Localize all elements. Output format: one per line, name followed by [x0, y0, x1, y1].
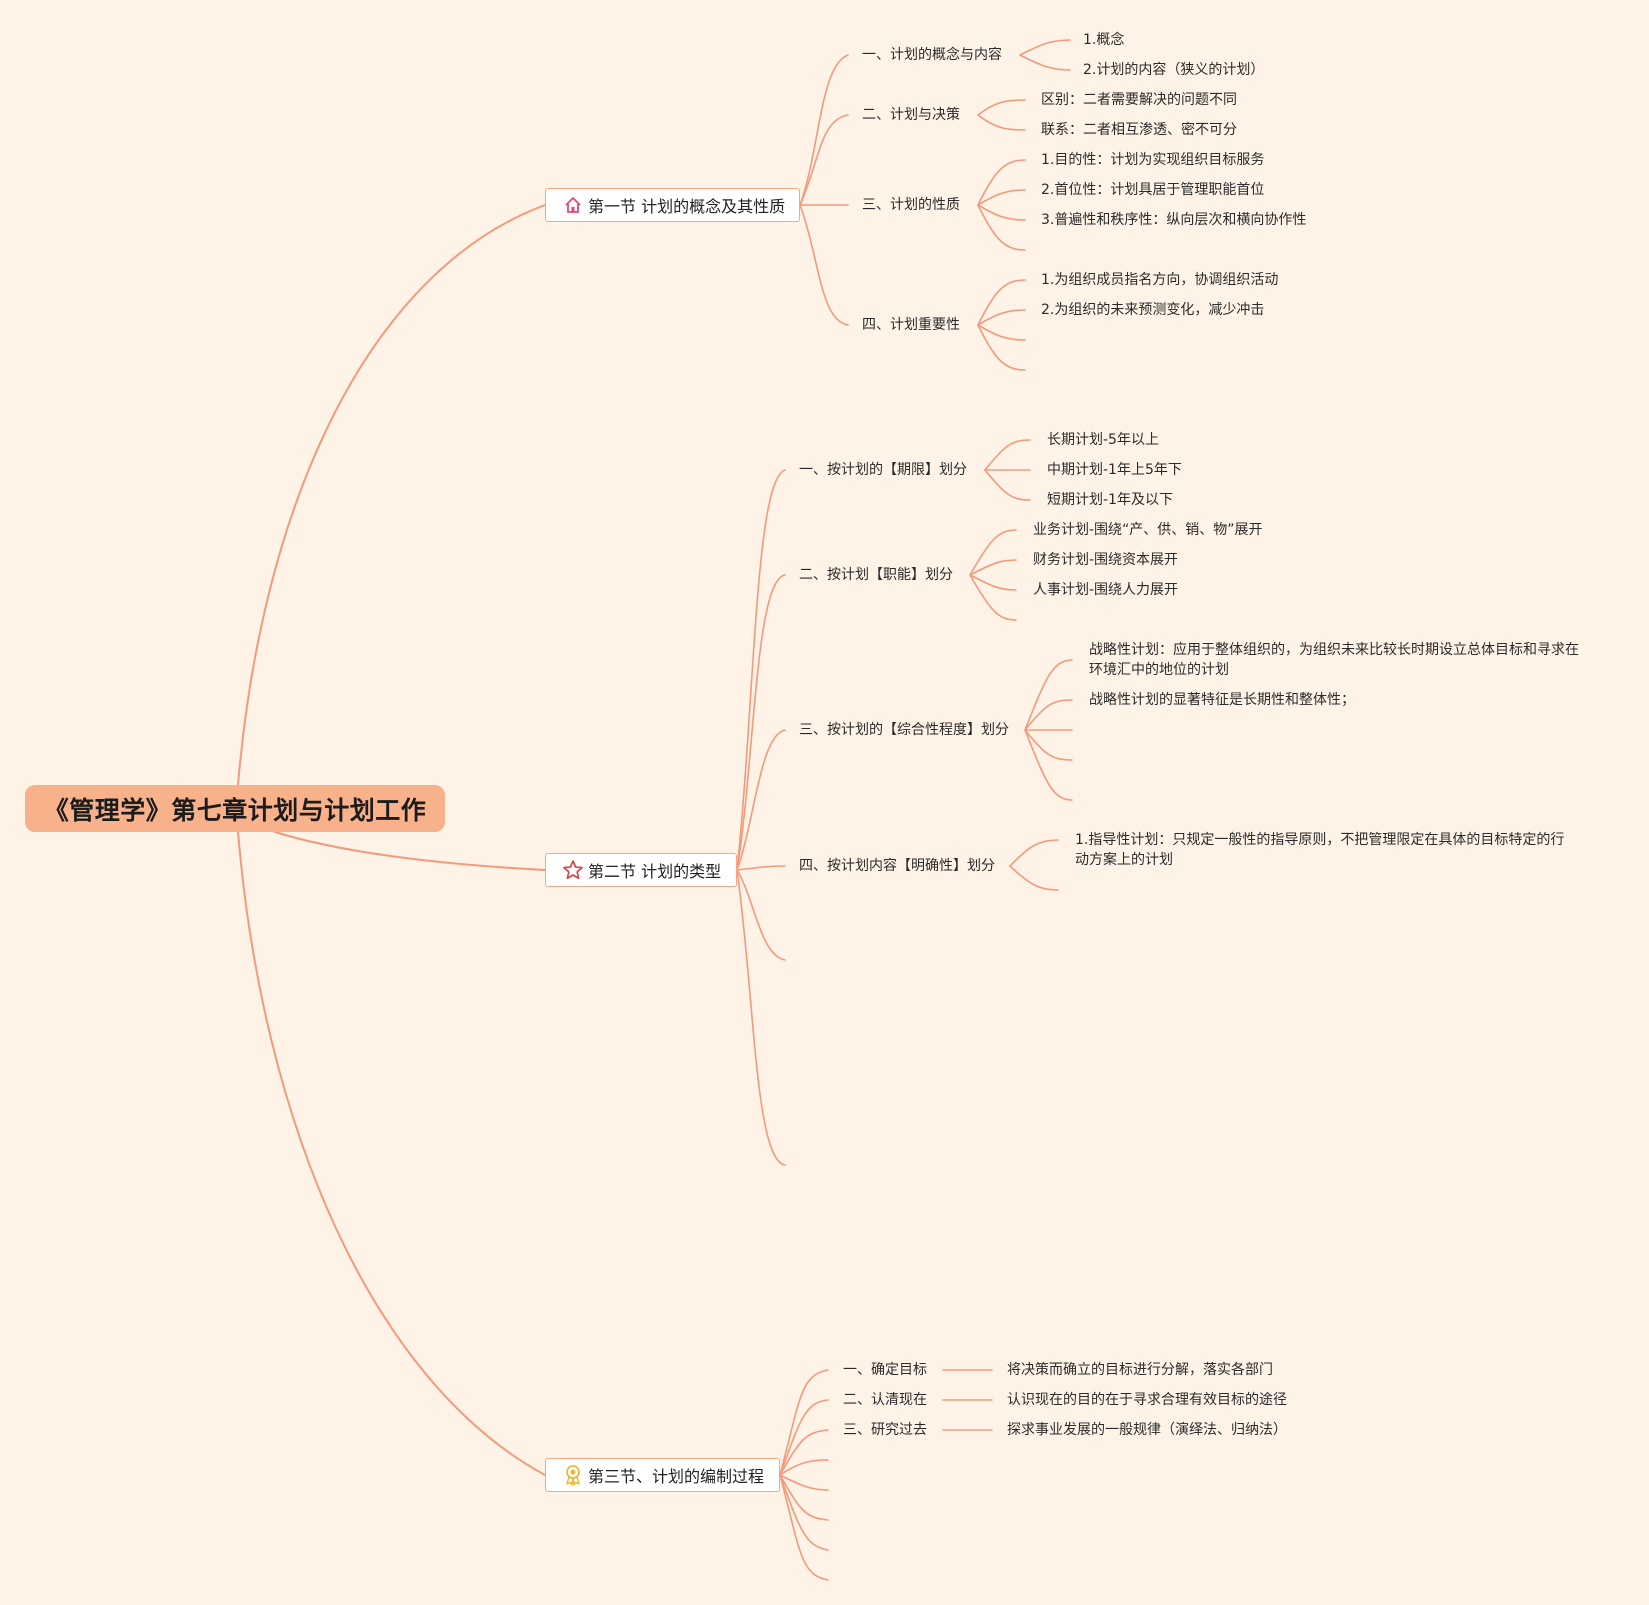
- s1-link-2: [799, 114, 849, 206]
- s2-i4-c1: [1009, 839, 1059, 867]
- s2-i4-c2: [1009, 865, 1059, 891]
- s1-i2-c2: [977, 114, 1026, 131]
- section-3-node[interactable]: 第三节、计划的编制过程: [545, 1458, 780, 1492]
- s3-item-1[interactable]: 一、确定目标: [843, 1362, 927, 1378]
- s3-link-1: [779, 1369, 829, 1476]
- s3-link-8: [779, 1474, 829, 1581]
- s1-link-4: [799, 204, 849, 326]
- s3-item-3[interactable]: 三、研究过去: [843, 1422, 927, 1438]
- s2-i1-c3: [984, 469, 1031, 501]
- s1-i4-child-1[interactable]: 1.为组织成员指名方向，协调组织活动: [1041, 272, 1279, 288]
- section-2-node[interactable]: 第二节 计划的类型: [545, 853, 737, 887]
- s2-link-2: [736, 574, 786, 871]
- s1-item-2[interactable]: 二、计划与决策: [862, 107, 960, 123]
- s1-i4-c4: [977, 324, 1026, 371]
- s1-i1-child-2[interactable]: 2.计划的内容（狭义的计划）: [1083, 62, 1265, 78]
- s2-item-4[interactable]: 四、按计划内容【明确性】划分: [799, 858, 995, 874]
- s2-item-3[interactable]: 三、按计划的【综合性程度】划分: [799, 722, 1009, 738]
- s2-link-1: [736, 469, 786, 871]
- s2-i3-c2: [1024, 699, 1073, 731]
- s2-i2-child-1[interactable]: 业务计划-围绕“产、供、销、物”展开: [1033, 522, 1263, 538]
- section-1-node[interactable]: 第一节 计划的概念及其性质: [545, 188, 800, 222]
- s1-i3-child-2[interactable]: 2.首位性：计划具居于管理职能首位: [1041, 182, 1265, 198]
- root-link-3: [237, 831, 546, 1476]
- s1-i2-child-2[interactable]: 联系：二者相互渗透、密不可分: [1041, 122, 1237, 138]
- s3-link-6: [779, 1474, 829, 1521]
- s1-i3-c3: [977, 204, 1026, 221]
- s2-item-2[interactable]: 二、按计划【职能】划分: [799, 567, 953, 583]
- star-icon: [562, 859, 584, 881]
- s2-item-1[interactable]: 一、按计划的【期限】划分: [799, 462, 967, 478]
- s1-i3-c1: [977, 159, 1026, 206]
- s2-i3-c5: [1024, 729, 1073, 801]
- s3-i1-child-1[interactable]: 将决策而确立的目标进行分解，落实各部门: [1007, 1362, 1273, 1378]
- s1-i3-c2: [977, 189, 1026, 206]
- s1-i3-c4: [977, 204, 1026, 251]
- s3-i2-child-1[interactable]: 认识现在的目的在于寻求合理有效目标的途径: [1007, 1392, 1287, 1408]
- s3-link-5: [779, 1474, 829, 1491]
- home-icon: [562, 194, 584, 216]
- s1-item-3[interactable]: 三、计划的性质: [862, 197, 960, 213]
- s1-i1-c1: [1019, 39, 1071, 56]
- s1-i4-c1: [977, 279, 1026, 326]
- s1-i1-c2: [1019, 54, 1071, 71]
- section-3-title: 第三节、计划的编制过程: [588, 1467, 765, 1486]
- s2-link-4: [736, 865, 786, 871]
- award-icon: [562, 1464, 584, 1486]
- s1-i4-child-2[interactable]: 2.为组织的未来预测变化，减少冲击: [1041, 302, 1265, 318]
- s2-i3-child-1[interactable]: 战略性计划：应用于整体组织的，为组织未来比较长时期设立总体目标和寻求在环境汇中的…: [1089, 642, 1579, 678]
- s1-link-1: [799, 54, 849, 206]
- s2-link-3: [736, 729, 786, 871]
- s1-i3-child-3[interactable]: 3.普遍性和秩序性：纵向层次和横向协作性: [1041, 212, 1307, 228]
- s1-i3-child-1[interactable]: 1.目的性：计划为实现组织目标服务: [1041, 152, 1265, 168]
- s2-i2-c2: [969, 559, 1017, 576]
- section-2-title: 第二节 计划的类型: [588, 862, 722, 881]
- s1-item-1[interactable]: 一、计划的概念与内容: [862, 47, 1002, 63]
- s2-i2-c4: [969, 574, 1017, 621]
- s2-i2-c1: [969, 529, 1017, 576]
- s2-i1-child-3[interactable]: 短期计划-1年及以下: [1047, 492, 1173, 508]
- s3-item-2[interactable]: 二、认清现在: [843, 1392, 927, 1408]
- s2-link-5: [736, 869, 786, 961]
- s3-link-3: [779, 1429, 829, 1476]
- s3-i3-child-1[interactable]: 探求事业发展的一般规律（演绎法、归纳法）: [1007, 1422, 1287, 1438]
- root-link-2: [274, 831, 546, 871]
- s1-i2-child-1[interactable]: 区别：二者需要解决的问题不同: [1041, 92, 1237, 108]
- s2-link-6: [736, 869, 786, 1166]
- s2-i3-c1: [1024, 659, 1073, 731]
- s2-i1-c1: [984, 439, 1031, 471]
- s2-i2-c3: [969, 574, 1017, 591]
- s3-link-7: [779, 1474, 829, 1551]
- section-1-title: 第一节 计划的概念及其性质: [588, 197, 786, 216]
- root-link-1: [237, 204, 546, 786]
- s3-link-4: [779, 1459, 829, 1476]
- root-topic[interactable]: 《管理学》第七章计划与计划工作: [25, 785, 445, 832]
- s1-i1-child-1[interactable]: 1.概念: [1083, 32, 1125, 48]
- s2-i1-child-2[interactable]: 中期计划-1年上5年下: [1047, 462, 1182, 478]
- s1-item-4[interactable]: 四、计划重要性: [862, 317, 960, 333]
- s2-i4-child-1[interactable]: 1.指导性计划：只规定一般性的指导原则，不把管理限定在具体的目标特定的行动方案上…: [1075, 832, 1565, 868]
- s2-i1-child-1[interactable]: 长期计划-5年以上: [1047, 432, 1159, 448]
- s1-i2-c1: [977, 99, 1026, 116]
- s1-i4-c2: [977, 309, 1026, 326]
- s1-i4-c3: [977, 324, 1026, 341]
- s2-i2-child-2[interactable]: 财务计划-围绕资本展开: [1033, 552, 1179, 568]
- root-title: 《管理学》第七章计划与计划工作: [43, 795, 427, 825]
- s3-link-2: [779, 1399, 829, 1476]
- s2-i2-child-3[interactable]: 人事计划-围绕人力展开: [1033, 582, 1179, 598]
- s2-i3-c4: [1024, 729, 1073, 761]
- s2-i3-child-2[interactable]: 战略性计划的显著特征是长期性和整体性；: [1089, 692, 1355, 708]
